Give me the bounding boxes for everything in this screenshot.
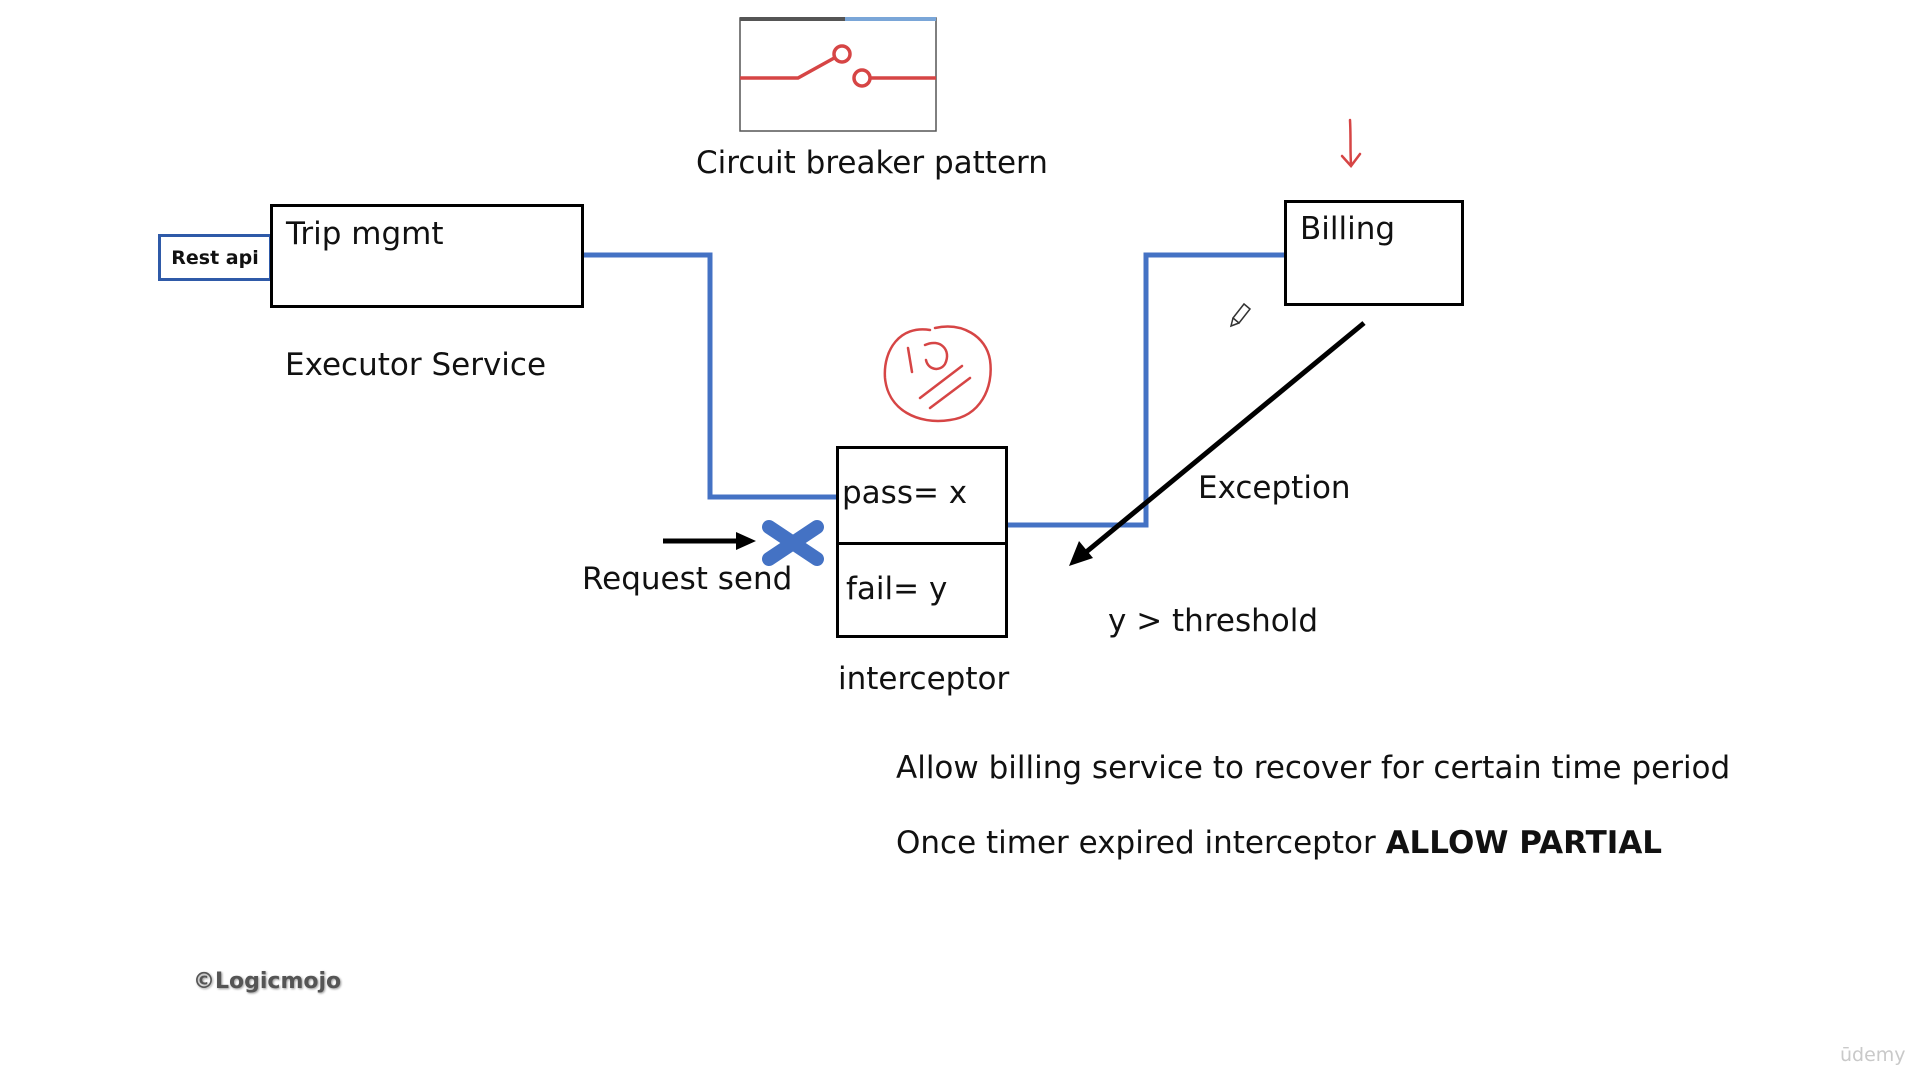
exception-label: Exception <box>1198 470 1351 506</box>
handwritten-annotation <box>883 325 992 423</box>
threshold-label: y > threshold <box>1108 603 1319 639</box>
trip-mgmt-box: Trip mgmt <box>270 204 584 308</box>
connector-trip-to-interceptor <box>583 252 838 500</box>
circuit-breaker-icon <box>739 17 937 132</box>
trip-mgmt-label: Trip mgmt <box>286 216 444 252</box>
logicmojo-watermark: ©Logicmojo <box>193 969 342 994</box>
timer-note-emphasis: ALLOW PARTIAL <box>1385 825 1663 861</box>
rest-api-label: Rest api <box>171 246 259 269</box>
interceptor-label: interceptor <box>838 661 1010 697</box>
timer-note: Once timer expired interceptor ALLOW PAR… <box>896 825 1662 861</box>
billing-label: Billing <box>1300 211 1396 247</box>
executor-service-label: Executor Service <box>285 347 547 383</box>
rest-api-box: Rest api <box>158 234 272 281</box>
timer-note-text: Once timer expired interceptor <box>896 825 1386 861</box>
recover-note: Allow billing service to recover for cer… <box>896 750 1731 786</box>
interceptor-fail-label: fail= y <box>846 571 948 607</box>
interceptor-pass-label: pass= x <box>842 475 968 511</box>
diagram-title: Circuit breaker pattern <box>696 145 1048 181</box>
exception-arrow <box>1069 321 1366 566</box>
request-send-arrow <box>663 532 756 550</box>
request-send-label: Request send <box>582 561 793 597</box>
handwritten-down-arrow <box>1340 118 1362 168</box>
interceptor-fail-box: fail= y <box>836 542 1008 638</box>
interceptor-pass-box: pass= x <box>836 446 1008 545</box>
udemy-watermark: ūdemy <box>1840 1044 1906 1066</box>
pen-cursor-icon <box>1229 302 1252 328</box>
blocked-cross-icon <box>762 520 824 566</box>
billing-box: Billing <box>1284 200 1464 306</box>
connector-interceptor-to-billing <box>1006 252 1286 528</box>
